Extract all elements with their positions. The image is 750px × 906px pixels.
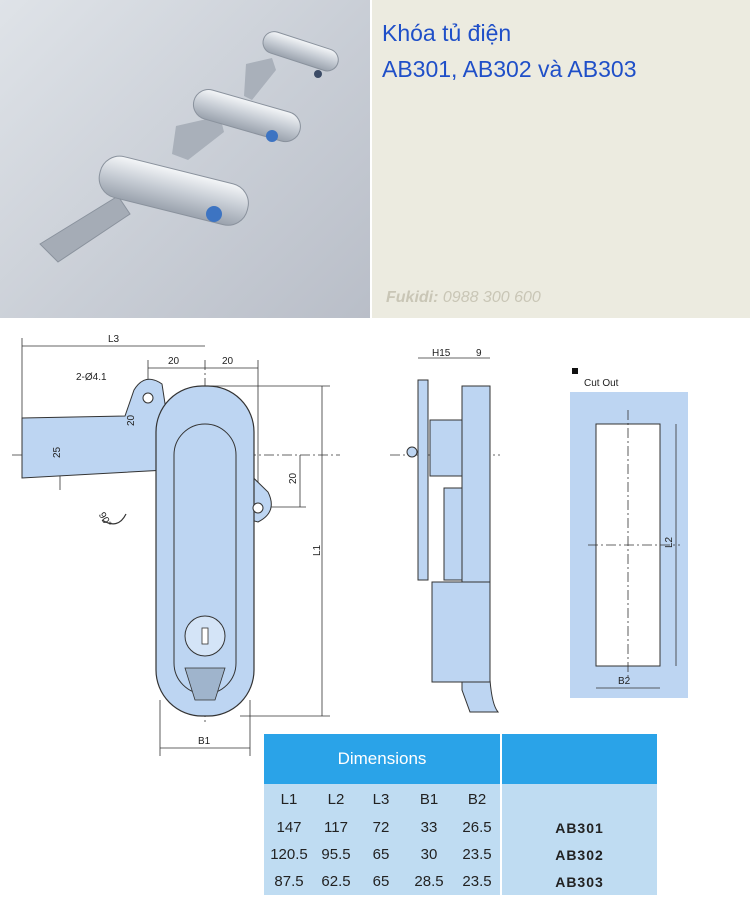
table-cell: 120.5 <box>270 846 308 863</box>
model-name: AB302 <box>500 841 657 868</box>
watermark: Fukidi: 0988 300 600 <box>386 289 541 307</box>
model-name: AB303 <box>500 868 657 895</box>
lock-small <box>244 31 339 100</box>
label-cut-out: Cut Out <box>584 378 619 389</box>
label-hole: 2-Ø4.1 <box>76 372 107 383</box>
label-H15: H15 <box>432 348 451 359</box>
label-rotation: 90° <box>96 511 113 530</box>
label-20-top-left: 20 <box>168 356 180 367</box>
watermark-brand: Fukidi: <box>386 289 439 306</box>
title-panel: Khóa tủ điện AB301, AB302 và AB303 Fukid… <box>372 0 750 318</box>
label-20-right: 20 <box>288 472 299 484</box>
table-cell: 30 <box>420 846 438 863</box>
label-L3: L3 <box>108 334 120 345</box>
table-cell: 62.5 <box>321 873 351 890</box>
table-cell: 65 <box>372 873 390 890</box>
table-row: 147 117 72 33 26.5 AB301 <box>264 814 657 841</box>
dimensions-table: Dimensions L1 L2 L3 B1 B2 147 117 72 33 … <box>264 734 657 895</box>
column-header: B2 <box>467 790 487 808</box>
table-cell: 65 <box>372 846 390 863</box>
table-cell: 72 <box>372 819 390 836</box>
lock-medium <box>172 89 301 160</box>
label-20-vertical: 20 <box>126 414 137 426</box>
table-cell: 95.5 <box>321 846 351 863</box>
product-models: AB301, AB302 và AB303 <box>382 56 637 82</box>
product-photo <box>0 0 370 318</box>
label-B1: B1 <box>198 736 211 747</box>
label-L2: L2 <box>664 536 675 548</box>
label-9: 9 <box>476 348 482 359</box>
lock-photo-illustration <box>39 31 339 263</box>
column-header: B1 <box>419 790 439 808</box>
front-view <box>21 378 272 717</box>
table-row: 87.5 62.5 65 28.5 23.5 AB303 <box>264 868 657 895</box>
side-view <box>390 357 500 713</box>
label-B2: B2 <box>618 676 631 687</box>
table-heading: Dimensions <box>264 734 501 784</box>
label-L1: L1 <box>312 544 323 556</box>
column-header: L3 <box>372 790 390 808</box>
lock-large <box>39 155 249 263</box>
table-cell: 23.5 <box>462 873 492 890</box>
column-header: L1 <box>280 790 298 808</box>
table-cell: 28.5 <box>414 873 444 890</box>
table-cell: 87.5 <box>274 873 304 890</box>
column-header: L2 <box>327 790 345 808</box>
table-heading-blank <box>500 734 657 784</box>
watermark-phone: 0988 300 600 <box>442 289 541 306</box>
table-cell: 147 <box>276 819 302 836</box>
table-cell: 23.5 <box>462 846 492 863</box>
table-row: 120.5 95.5 65 30 23.5 AB302 <box>264 841 657 868</box>
label-25: 25 <box>52 446 63 458</box>
product-title: Khóa tủ điện <box>382 20 512 46</box>
column-header-blank <box>500 784 657 814</box>
model-name: AB301 <box>500 814 657 841</box>
table-cell: 26.5 <box>462 819 492 836</box>
table-cell: 33 <box>420 819 438 836</box>
label-20-top-right: 20 <box>222 356 234 367</box>
table-cell: 117 <box>324 819 348 836</box>
technical-drawing: L3 20 20 2-Ø4.1 20 25 20 L1 B1 90° H15 9… <box>12 334 688 756</box>
cutout-view <box>570 368 688 698</box>
